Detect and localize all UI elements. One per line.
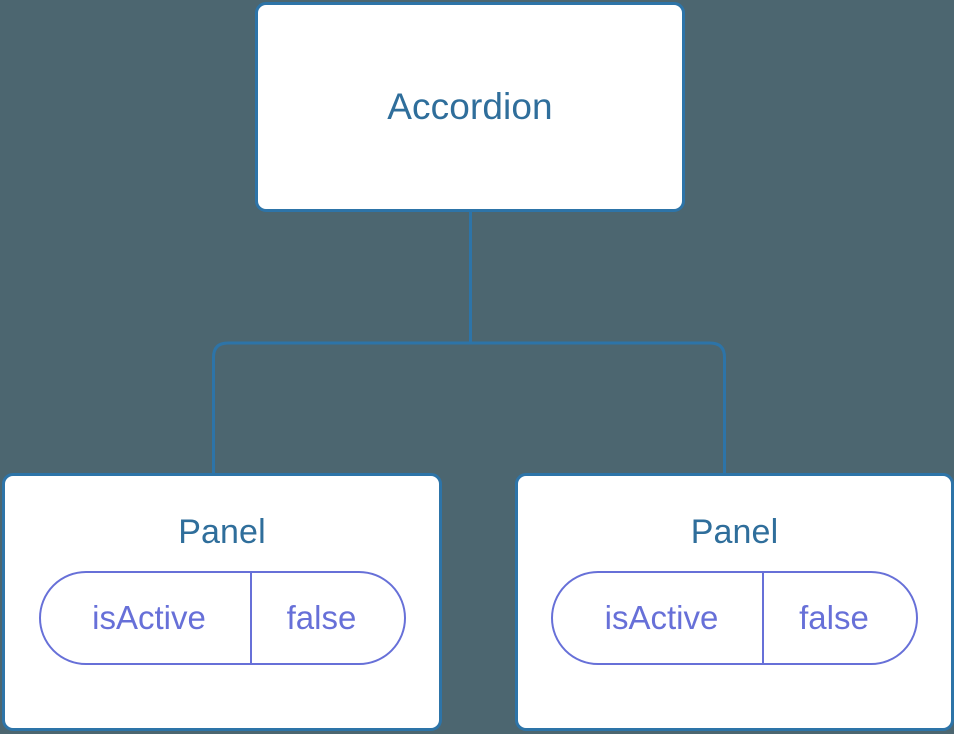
node-accordion-title: Accordion — [387, 85, 553, 127]
node-panel-1-state-pill[interactable]: isActive false — [38, 571, 406, 666]
node-panel-2-state-value: false — [799, 599, 869, 637]
node-panel-2[interactable]: Panel isActive false — [515, 473, 954, 731]
node-panel-1-state-value: false — [286, 599, 357, 637]
connector-branch-right — [470, 341, 726, 476]
connector-branch-left — [212, 341, 471, 476]
node-panel-2-state-pill[interactable]: isActive false — [551, 571, 918, 666]
node-panel-2-state-key: isActive — [553, 573, 764, 664]
node-accordion[interactable]: Accordion — [255, 2, 685, 212]
node-panel-1-title: Panel — [178, 513, 266, 551]
node-panel-1[interactable]: Panel isActive false — [2, 473, 442, 731]
node-panel-1-state-key: isActive — [41, 573, 252, 664]
node-panel-2-title: Panel — [690, 513, 779, 551]
